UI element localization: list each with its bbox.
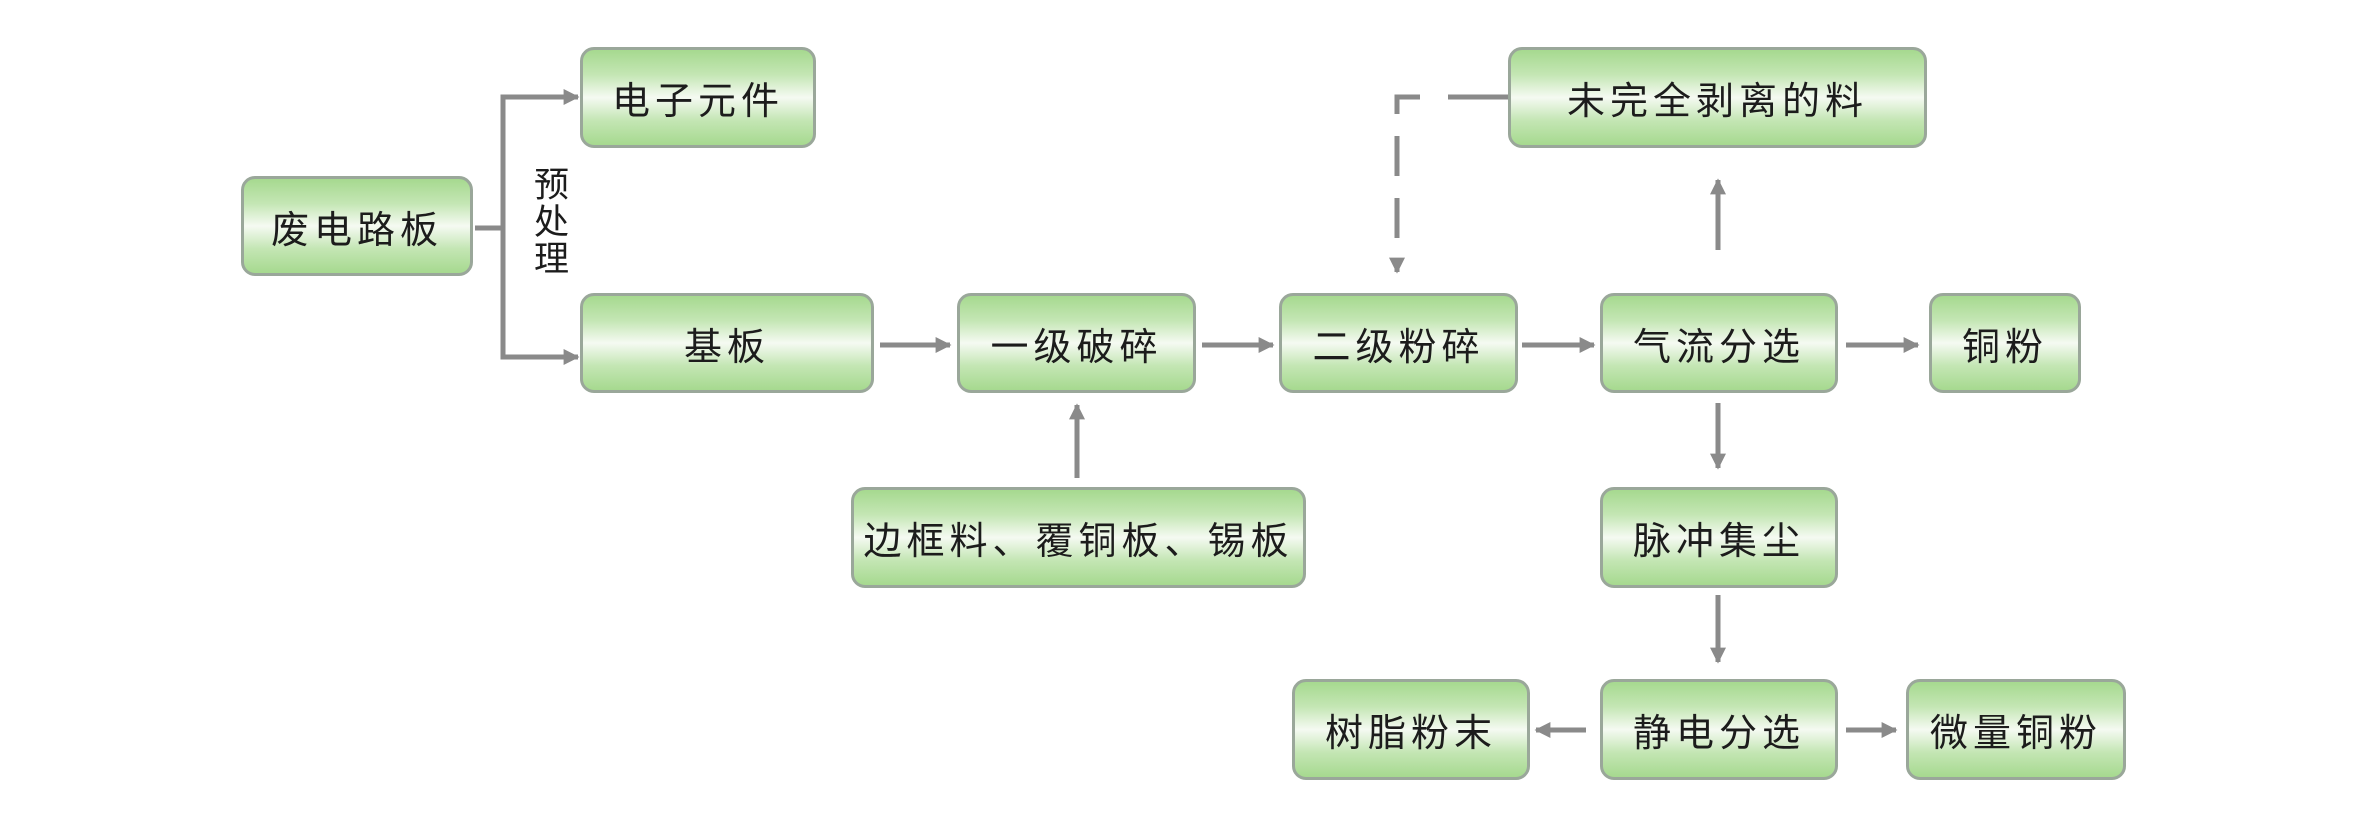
arrow-to-electronic-components — [500, 88, 580, 228]
node-airflow-separation: 气流分选 — [1600, 293, 1838, 393]
node-pulse-dust-collection: 脉冲集尘 — [1600, 487, 1838, 588]
node-resin-powder: 树脂粉末 — [1292, 679, 1530, 780]
node-primary-crushing: 一级破碎 — [957, 293, 1196, 393]
pretreatment-label: 预处理 — [528, 166, 568, 277]
node-electrostatic-separation: 静电分选 — [1600, 679, 1838, 780]
node-waste-pcb: 废电路板 — [241, 176, 473, 276]
node-secondary-pulverizing: 二级粉碎 — [1279, 293, 1518, 393]
node-incomplete-stripping: 未完全剥离的料 — [1508, 47, 1927, 148]
node-copper-powder: 铜粉 — [1929, 293, 2081, 393]
return-arrow-dashed — [1388, 94, 1420, 274]
node-electronic-components: 电子元件 — [580, 47, 816, 148]
node-trace-copper-powder: 微量铜粉 — [1906, 679, 2126, 780]
node-frame-materials: 边框料、覆铜板、锡板 — [851, 487, 1306, 588]
arrow-to-substrate — [500, 228, 580, 366]
node-substrate: 基板 — [580, 293, 874, 393]
